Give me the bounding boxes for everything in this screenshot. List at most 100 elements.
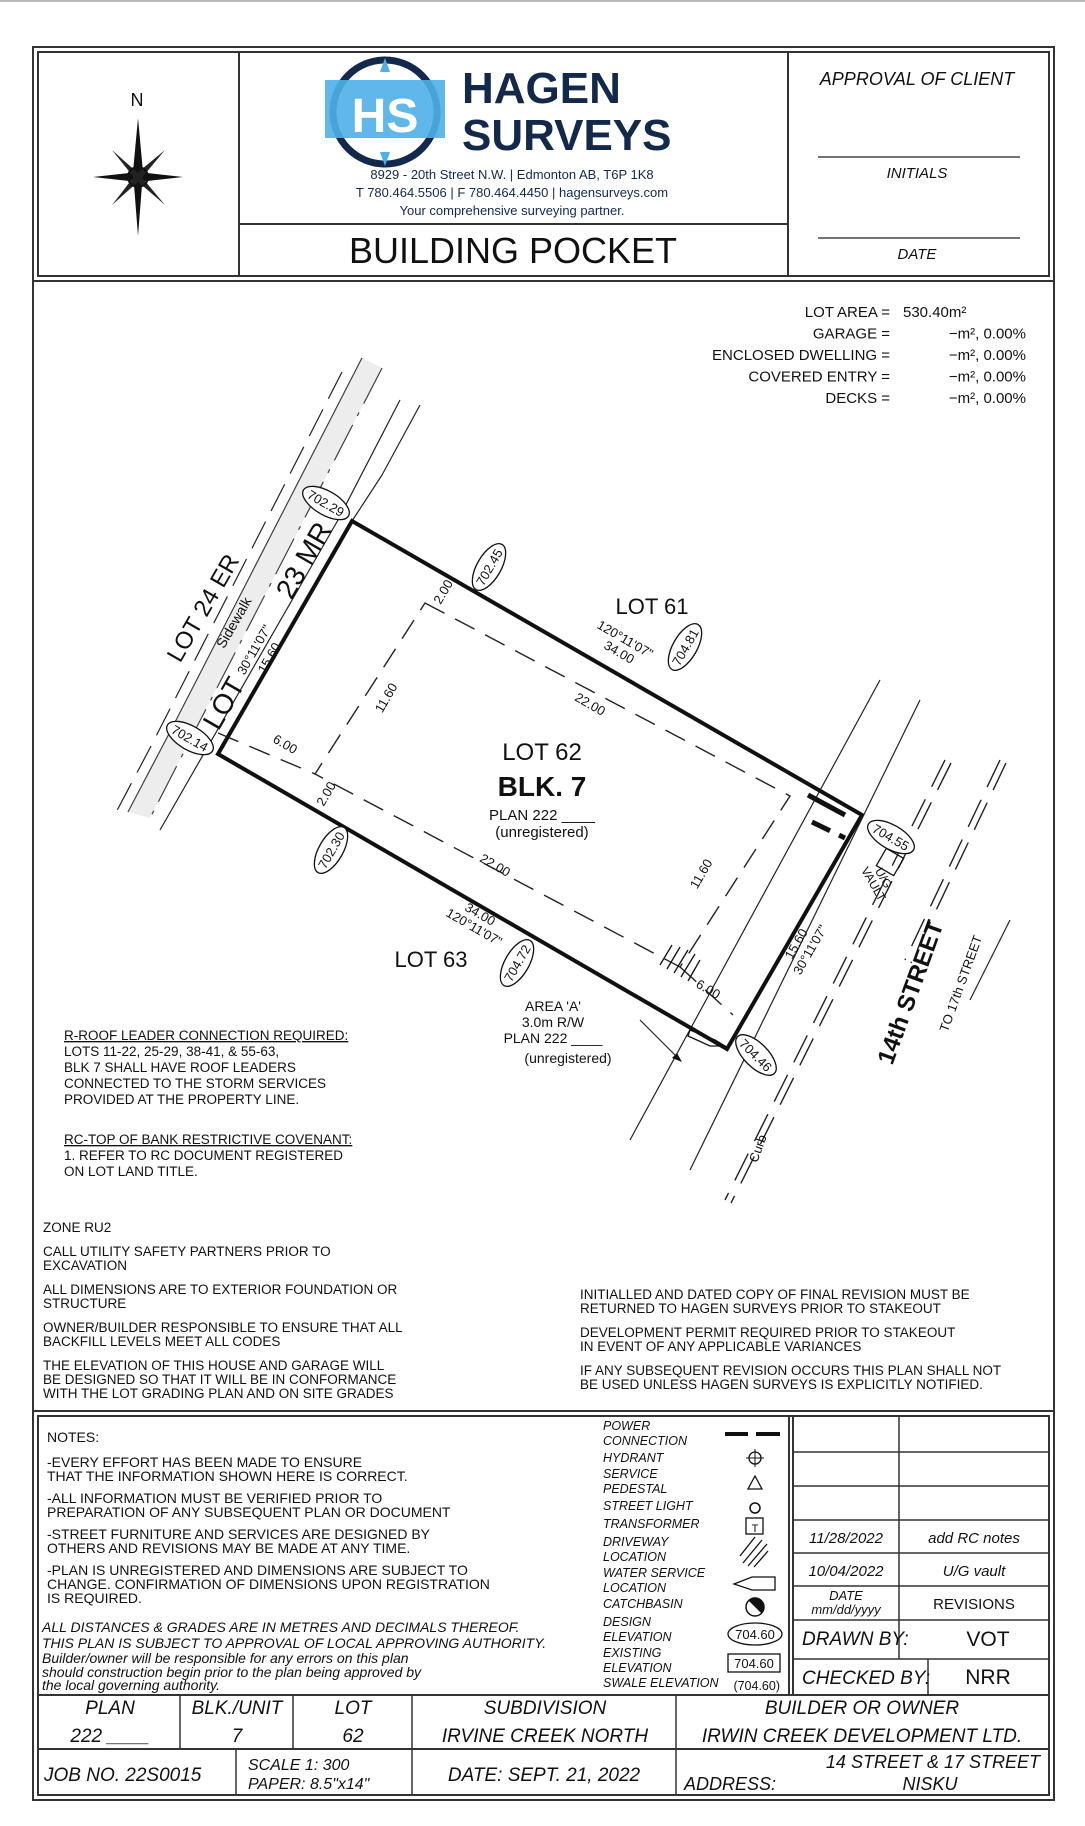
area-summary: LOT AREA = 530.40m² GARAGE = −m², 0.00% ENCL… bbox=[712, 304, 1026, 407]
company-name-line2: SURVEYS bbox=[462, 111, 672, 160]
blk-value: 7 bbox=[232, 1726, 244, 1747]
date-label: DATE bbox=[898, 246, 938, 263]
scale: SCALE 1: 300 bbox=[248, 1757, 350, 1774]
plan-value: 222 ____ bbox=[69, 1726, 149, 1747]
north-arrow-icon: N bbox=[93, 90, 183, 236]
note-line: THAT THE INFORMATION SHOWN HERE IS CORRE… bbox=[47, 1468, 408, 1484]
rc-note-line: ON LOT LAND TITLE. bbox=[64, 1164, 198, 1179]
client-approval-block: APPROVAL OF CLIENT INITIALS DATE bbox=[818, 69, 1020, 263]
lot-label: LOT bbox=[335, 1698, 373, 1719]
stakeout-note-line: IF ANY SUBSEQUENT REVISION OCCURS THIS P… bbox=[580, 1363, 1001, 1378]
note-line: PREPARATION OF ANY SUBSEQUENT PLAN OR DO… bbox=[47, 1504, 451, 1520]
plan-label: PLAN bbox=[85, 1698, 135, 1719]
note-line: OTHERS AND REVISIONS MAY BE MADE AT ANY … bbox=[47, 1540, 410, 1556]
hydrant-icon bbox=[746, 1449, 764, 1467]
legend-power-label: POWER bbox=[603, 1419, 650, 1433]
legend-power-label: CONNECTION bbox=[603, 1434, 688, 1448]
date-header: DATE bbox=[829, 1588, 863, 1603]
area-value: 530.40m² bbox=[903, 304, 966, 321]
legend-driveway-label: LOCATION bbox=[603, 1550, 667, 1564]
north-label: N bbox=[131, 90, 144, 110]
swale-elevation-sample: (704.60) bbox=[733, 1679, 780, 1693]
area-value: −m², 0.00% bbox=[949, 390, 1026, 407]
subdivision-label: SUBDIVISION bbox=[484, 1698, 607, 1719]
power-connection-icon bbox=[806, 792, 847, 818]
dimension-label: 22.00 bbox=[572, 689, 608, 718]
dimension-label: 6.00 bbox=[271, 731, 300, 757]
legend-existing-label: ELEVATION bbox=[603, 1661, 673, 1675]
legend-transformer-label: TRANSFORMER bbox=[603, 1517, 700, 1531]
general-note-line: WITH THE LOT GRADING PLAN AND ON SITE GR… bbox=[43, 1386, 394, 1401]
legend: POWERCONNECTIONHYDRANTSERVICEPEDESTALSTR… bbox=[603, 1419, 783, 1693]
legend-water-label: LOCATION bbox=[603, 1581, 667, 1595]
unregistered-label: (unregistered) bbox=[495, 824, 588, 841]
address-label: ADDRESS: bbox=[683, 1774, 776, 1794]
company-name-line1: HAGEN bbox=[462, 64, 621, 113]
bottom-section-frame bbox=[33, 1410, 1054, 1796]
legend-swale-label: SWALE ELEVATION bbox=[603, 1676, 720, 1690]
job-number: JOB NO. 22S0015 bbox=[43, 1765, 202, 1786]
legend-water-label: WATER SERVICE bbox=[603, 1566, 706, 1580]
address-line2: NISKU bbox=[902, 1774, 958, 1794]
approval-label: APPROVAL OF CLIENT bbox=[819, 69, 1016, 89]
rc-note-line: 1. REFER TO RC DOCUMENT REGISTERED bbox=[64, 1148, 343, 1163]
note-line: -ALL INFORMATION MUST BE VERIFIED PRIOR … bbox=[47, 1490, 382, 1506]
transformer-icon bbox=[745, 1517, 764, 1535]
block-label: BLK. 7 bbox=[498, 771, 587, 802]
dimension-label: 22.00 bbox=[477, 850, 513, 879]
general-notes: NOTES:-EVERY EFFORT HAS BEEN MADE TO ENS… bbox=[41, 1429, 546, 1693]
general-note-line: ZONE RU2 bbox=[43, 1220, 111, 1235]
lot-value: 62 bbox=[342, 1726, 364, 1747]
revisions-header: REVISIONS bbox=[933, 1596, 1015, 1613]
initials-label: INITIALS bbox=[887, 165, 948, 182]
note-line: -PLAN IS UNREGISTERED AND DIMENSIONS ARE… bbox=[47, 1562, 468, 1578]
area-label: LOT AREA = bbox=[805, 304, 890, 321]
general-note-line: THE ELEVATION OF THIS HOUSE AND GARAGE W… bbox=[43, 1358, 385, 1373]
dimension-label: 11.60 bbox=[372, 680, 401, 715]
road-lines-east bbox=[629, 679, 1011, 1204]
water-service-icon bbox=[732, 1576, 776, 1591]
disclaimer-line: the local governing authority. bbox=[42, 1677, 220, 1693]
design-elevation-sample: 704.60 bbox=[735, 1627, 775, 1642]
legend-existing-label: EXISTING bbox=[603, 1646, 662, 1660]
design-elevation-icon bbox=[727, 1622, 783, 1646]
notes-title: NOTES: bbox=[47, 1429, 99, 1445]
plan-number: PLAN 222 ____ bbox=[489, 807, 596, 824]
stakeout-note-line: BE USED UNLESS HAGEN SURVEYS IS EXPLICIT… bbox=[580, 1377, 983, 1392]
site-notes: R-ROOF LEADER CONNECTION REQUIRED:LOTS 1… bbox=[43, 1028, 403, 1401]
area-label: ENCLOSED DWELLING = bbox=[712, 347, 890, 364]
revision-date: 10/04/2022 bbox=[808, 1563, 884, 1580]
general-note-line: BACKFILL LEVELS MEET ALL CODES bbox=[43, 1334, 280, 1349]
document-title: BUILDING POCKET bbox=[349, 230, 677, 271]
existing-elevation-icon bbox=[727, 1653, 781, 1673]
roof-note-line: BLK 7 SHALL HAVE ROOF LEADERS bbox=[64, 1060, 296, 1075]
company-contact: T 780.464.5506 | F 780.464.4450 | hagens… bbox=[356, 185, 668, 200]
builder-value: IRWIN CREEK DEVELOPMENT LTD. bbox=[702, 1726, 1022, 1747]
plan-date: DATE: SEPT. 21, 2022 bbox=[448, 1765, 641, 1786]
elevation-marker: 704.55 bbox=[867, 819, 915, 855]
hagen-surveys-logo: HS HAGEN SURVEYS 8929 - 20th Street N.W.… bbox=[325, 56, 672, 218]
general-note-line: BE DESIGNED SO THAT IT WILL BE IN CONFOR… bbox=[43, 1372, 396, 1387]
area-value: −m², 0.00% bbox=[949, 369, 1026, 386]
lot-63-label: LOT 63 bbox=[395, 947, 468, 972]
general-note-line: EXCAVATION bbox=[43, 1258, 127, 1273]
driveway-hatch-icon bbox=[659, 944, 701, 982]
area-label: GARAGE = bbox=[813, 326, 890, 343]
existing-elevation-sample: 704.60 bbox=[734, 1656, 774, 1671]
elevation-marker: 704.81 bbox=[667, 623, 703, 671]
legend-driveway-label: DRIVEWAY bbox=[603, 1535, 670, 1549]
roof-note-line: CONNECTED TO THE STORM SERVICES bbox=[64, 1076, 326, 1091]
area-label: DECKS = bbox=[825, 390, 890, 407]
general-note-line: STRUCTURE bbox=[43, 1296, 126, 1311]
area-plan-label: PLAN 222 ____ bbox=[504, 1030, 603, 1046]
legend-design-label: DESIGN bbox=[603, 1615, 652, 1629]
legend-pedestal-label: SERVICE bbox=[603, 1467, 658, 1481]
legend-catchbasin-label: CATCHBASIN bbox=[603, 1597, 684, 1611]
curb-label: Curb bbox=[746, 1133, 770, 1165]
address-line1: 14 STREET & 17 STREET bbox=[826, 1752, 1042, 1772]
street-label: 14th STREET bbox=[872, 917, 949, 1068]
legend-light-label: STREET LIGHT bbox=[603, 1499, 694, 1513]
outer-frame bbox=[32, 46, 1055, 1801]
checked-by-value: NRR bbox=[965, 1666, 1011, 1689]
